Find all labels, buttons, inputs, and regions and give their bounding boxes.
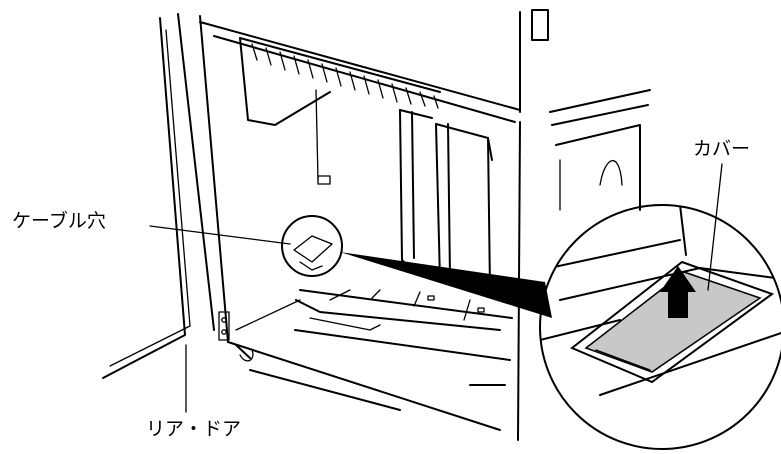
magnified-view bbox=[539, 204, 781, 450]
arrow-up-icon bbox=[660, 266, 696, 318]
rear-door bbox=[102, 13, 230, 379]
door-hinge bbox=[218, 311, 230, 341]
cable-hole-label: ケーブル穴 bbox=[12, 210, 106, 232]
internal-modules bbox=[249, 109, 513, 411]
cable-hole-leader bbox=[149, 225, 291, 245]
cable-hole-callout bbox=[281, 215, 552, 318]
vent-assembly bbox=[239, 37, 441, 185]
leader-lines bbox=[149, 163, 723, 413]
cover-plate bbox=[584, 271, 762, 373]
cover-label: カバー bbox=[693, 138, 751, 160]
magnified-circle bbox=[539, 204, 781, 450]
side-panel bbox=[549, 89, 651, 211]
cover-leader bbox=[707, 163, 723, 291]
rear-door-label: リア・ドア bbox=[146, 418, 242, 440]
zoom-wedge bbox=[340, 252, 552, 318]
cable-hole-circle bbox=[281, 215, 343, 277]
